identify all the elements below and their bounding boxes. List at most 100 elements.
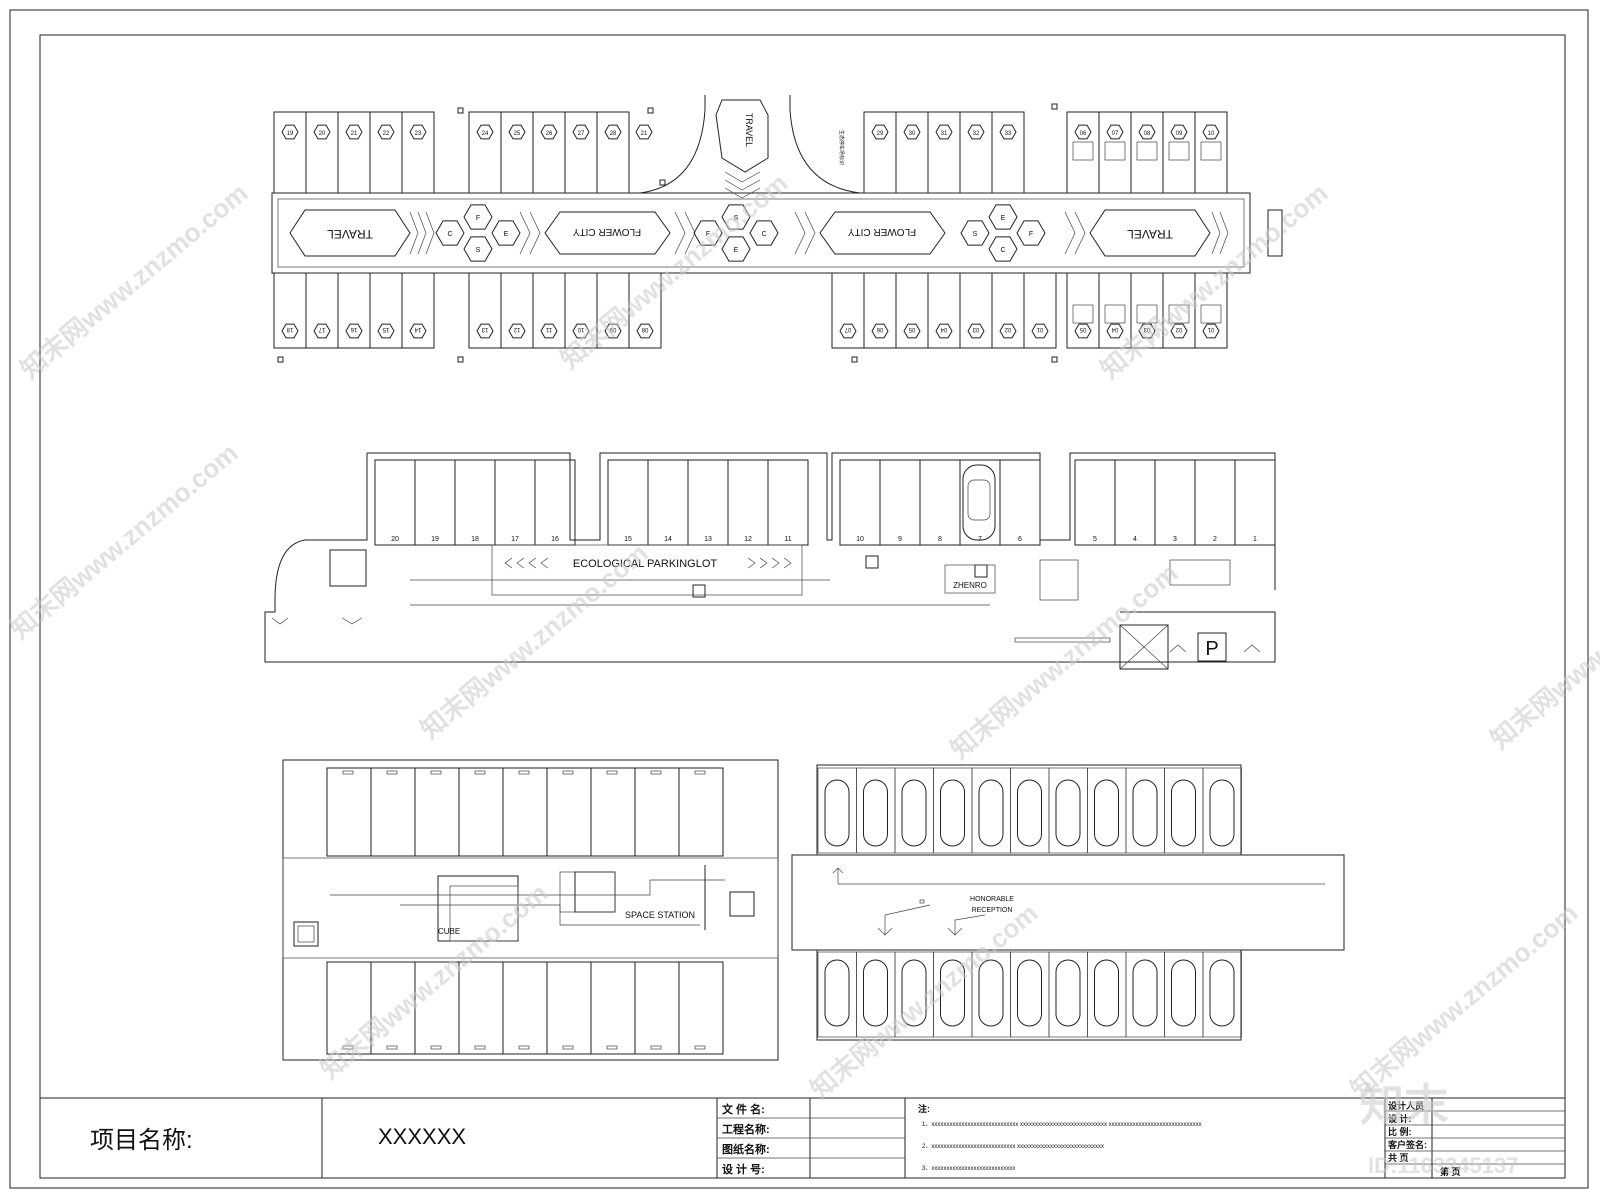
p3-stall-stop [606,770,618,775]
p2-stall [607,459,649,546]
p1tm-stall-badge [572,124,590,140]
p4-stall-top [933,767,973,854]
p4-stall-bottom-oval [940,959,965,1027]
outer-sheet-border [9,9,1589,1189]
p3-stall-stop [562,770,574,775]
p4-stall-bottom-oval [1132,959,1158,1027]
p4-stall-top [971,767,1011,854]
p2-stall-number: 5 [1093,536,1097,543]
p1tm-stall-badge [540,124,558,140]
rf-2: 比 例: [1388,1126,1412,1137]
hex-letter: S [476,247,481,254]
p4-stall-top-oval [1171,779,1196,847]
p1tr2-stall-number: 08 [1144,131,1151,137]
p4-stall-bottom [817,951,857,1038]
p4-stall-bottom [1010,951,1050,1038]
column [277,356,284,363]
hex-tile [960,220,990,246]
p2-stall [454,459,496,546]
p1br2-stall-badge [1074,323,1092,339]
p1tm-stall-badge [508,124,526,140]
plan2-gate-box [1119,624,1169,670]
p1br2-stall-badge [1106,323,1124,339]
p1tr-stall-number: 29 [877,131,884,137]
p2-stall-number: 15 [624,536,632,543]
p2-stall [374,459,416,546]
p1bm-stall [468,272,502,349]
p1tr2-stall-badge [1138,124,1156,140]
p1tr-stall-number: 31 [941,131,948,137]
plan-cube-space-station: CUBE SPACE STATION [282,759,779,1061]
p2-stall-number: 6 [1018,536,1022,543]
p4-stall-bottom-oval [824,959,850,1027]
watermark-1: 知末网www.znzmo.com [15,177,254,384]
p1tr-stall-number: 33 [1005,131,1012,137]
p4-stall-top [1010,767,1050,854]
watermark-2: 知末网www.znzmo.com [555,167,794,374]
p1tl-stall-number: 19 [287,131,294,137]
p1br-stall-badge [1031,323,1049,339]
p4-stall-top-oval [824,779,850,847]
hex-tile [749,220,779,246]
p1tm-extra-badge [635,124,653,140]
p1br-stall [1023,272,1057,349]
note-1: 1、xxxxxxxxxxxxxxxxxxxxxxxxxxxxx xxxxxxxx… [922,1122,1202,1128]
p4-stall-top [1048,767,1088,854]
p1br-stall-badge [903,323,921,339]
p2-stall-number: 3 [1173,536,1177,543]
p4-stall-bottom-oval [1171,959,1196,1027]
column [851,356,858,363]
p3-stall-top [678,767,724,857]
p2-stall-number: 16 [551,536,559,543]
p3-stall-stop [474,770,486,775]
p4-stall-top-oval [978,779,1004,847]
p3-stall-top [326,767,372,857]
p4-stall-bottom [1164,951,1204,1038]
column [457,107,464,114]
p3-stall-stop [386,770,398,775]
p4-stall-top-oval [940,779,965,847]
p1br2-stall-icon [1136,304,1158,324]
p1br2-stall [1066,272,1100,349]
p2-stall [727,459,769,546]
watermark-id: ID:1163245137 [1368,1153,1518,1178]
p3-stall-stop [650,1045,662,1050]
watermark-brand: 知末 [1360,1081,1448,1130]
p1bl-stall-number: 18 [286,326,293,332]
p1bl-stall-number: 17 [318,326,325,332]
p4-stall-top-oval [1094,779,1119,847]
p1tl-stall [305,111,339,194]
p3-stall-top [458,767,504,857]
p4-stall-top [1125,767,1165,854]
plan1-flower-city-left: FLOWER CITY [573,226,642,237]
project-name-value: XXXXXX [378,1124,466,1149]
p1tr-stall [895,111,929,194]
watermark-9: 知末网www.znzmo.com [805,897,1044,1104]
inner-sheet-border [39,34,1566,1179]
p1tl-stall-number: 23 [415,131,422,137]
p3-stall-bottom [590,961,636,1055]
p1tr-stall-badge [871,124,889,140]
p2-stall [1114,459,1156,546]
project-name-label: 项目名称: [90,1127,193,1154]
p3-stall-stop [386,1045,398,1050]
p3-stall-bottom [634,961,680,1055]
p1tm-stall-badge [604,124,622,140]
p1tl-stall-badge [409,124,427,140]
p1tl-stall [273,111,307,194]
p3-stall-bottom [458,961,504,1055]
p1bm-stall-number: 09 [609,326,616,332]
p1tm-stall [564,111,598,194]
hex-letter: F [706,231,710,238]
hex-tile [721,236,751,262]
p1tl-stall [337,111,371,194]
p1bl-stall-badge [345,323,363,339]
p3-stall-bottom [546,961,592,1055]
p1br-stall-badge [935,323,953,339]
p1tr2-stall-badge [1170,124,1188,140]
p1tl-stall-number: 20 [319,131,326,137]
p3-stall-stop [518,1045,530,1050]
hex-letter: C [761,231,766,238]
